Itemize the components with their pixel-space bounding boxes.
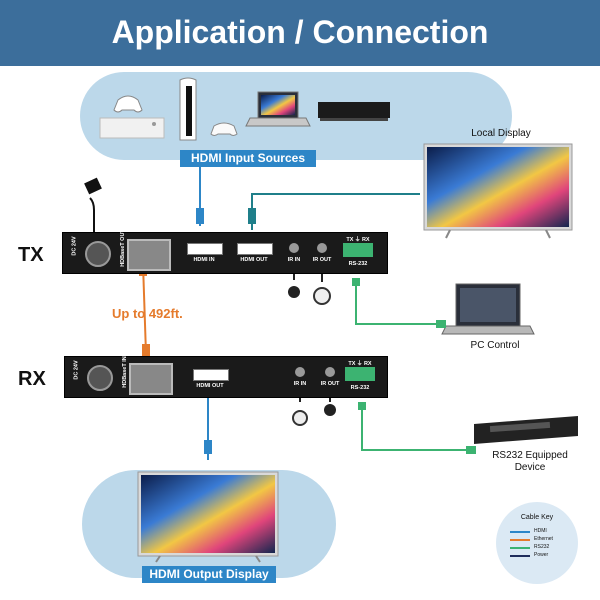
tx-hdmi-out-label: HDMI OUT: [240, 257, 268, 263]
cable-key-swatch: [510, 547, 530, 549]
cable-key-swatch: [510, 539, 530, 541]
tx-ir-out-port: [317, 243, 327, 253]
rx-hdmi-out-port: [193, 369, 229, 381]
game-console-icon: [99, 95, 165, 139]
ps5-console-icon: [179, 77, 238, 141]
rs232-cable-pc: [355, 286, 442, 325]
page-title: Application / Connection: [111, 14, 489, 50]
hdmi-output-display-label: HDMI Output Display: [142, 566, 276, 583]
cable-key-title: Cable Key: [520, 514, 554, 521]
output-display-tv: [137, 471, 279, 563]
cable-key-label: Power: [534, 552, 549, 558]
tx-label: TX: [18, 244, 44, 266]
rs232-connector-tx: [352, 278, 360, 286]
cable-key-item: Ethernet: [510, 536, 570, 543]
laptop-icon: [245, 91, 311, 127]
rs232-device: [474, 416, 578, 444]
cable-key-item: RS232: [510, 544, 570, 551]
tx-dc-label: DC 24V: [71, 236, 78, 256]
rx-label: RX: [18, 368, 46, 390]
hdmi-connector-tx-out: [248, 208, 256, 224]
rx-rs232-label: RS-232: [350, 385, 370, 391]
cable-key-item: Power: [510, 552, 570, 559]
local-display-tv: [423, 143, 573, 239]
cable-key-label: HDMI: [534, 528, 547, 534]
rx-ir-in-port: [295, 367, 305, 377]
tx-hdbaset-port: [127, 239, 171, 271]
tx-ir-in-port: [289, 243, 299, 253]
tx-rs232-top-label: TX ⏚ RX: [346, 237, 370, 243]
cable-key-item: HDMI: [510, 528, 570, 535]
cable-key-label: RS232: [534, 544, 550, 550]
rx-extender-box: DC 24V HDBaseT IN HDMI OUT IR IN IR OUT …: [64, 356, 388, 398]
tx-extender-box: DC 24V HDBaseT OUT HDMI IN HDMI OUT IR I…: [62, 229, 388, 274]
ethernet-connector-bottom: [142, 344, 150, 356]
rx-hdmi-out-label: HDMI OUT: [196, 383, 224, 389]
device-rs232-connector: [466, 446, 476, 454]
hdmi-input-sources-label: HDMI Input Sources: [180, 150, 316, 167]
rs232-connector-rx: [358, 402, 366, 410]
tx-hdmi-in-port: [187, 243, 223, 255]
rs232-device-label-1: RS232 Equipped: [492, 450, 568, 461]
distance-label: Up to 492ft.: [112, 306, 183, 321]
rx-dc-label: DC 24V: [73, 360, 80, 380]
header-bar: [0, 0, 600, 66]
rx-hdbaset-label: HDBaseT IN: [122, 356, 128, 388]
tx-ir-out-label: IR OUT: [312, 257, 332, 263]
local-display-label: Local Display: [471, 128, 531, 139]
media-player-icon: [318, 102, 390, 121]
hdmi-connector-tx-in: [196, 208, 204, 224]
local-display-cable: [251, 193, 420, 230]
cable-key-swatch: [510, 555, 530, 557]
power-adapter-icon: [84, 177, 102, 234]
tx-ir-in-label: IR IN: [287, 257, 301, 263]
tx-hdmi-in-label: HDMI IN: [193, 257, 215, 263]
pc-control-label: PC Control: [470, 340, 520, 351]
hdmi-connector-rx-out: [204, 440, 212, 454]
rx-ir-out-port: [325, 367, 335, 377]
rx-ir-out-label: IR OUT: [320, 381, 340, 387]
rs232-device-label-2: Device: [514, 462, 546, 473]
pc-rs232-connector: [436, 320, 446, 328]
rx-hdbaset-port: [129, 363, 173, 395]
tx-dc-port: [85, 241, 111, 267]
tx-hdmi-out-port: [237, 243, 273, 255]
rs232-cable-device: [361, 406, 470, 451]
rx-rs232-port: [345, 367, 375, 381]
pc-control-laptop: [441, 283, 535, 335]
tx-rs232-label: RS-232: [348, 261, 368, 267]
tx-hdbaset-label: HDBaseT OUT: [120, 229, 126, 267]
rx-ir-in-label: IR IN: [293, 381, 307, 387]
cable-key-swatch: [510, 531, 530, 533]
tx-rs232-port: [343, 243, 373, 257]
rx-rs232-top-label: TX ⏚ RX: [348, 361, 372, 367]
cable-key-label: Ethernet: [534, 536, 553, 542]
ethernet-cable: [142, 263, 147, 355]
rx-dc-port: [87, 365, 113, 391]
